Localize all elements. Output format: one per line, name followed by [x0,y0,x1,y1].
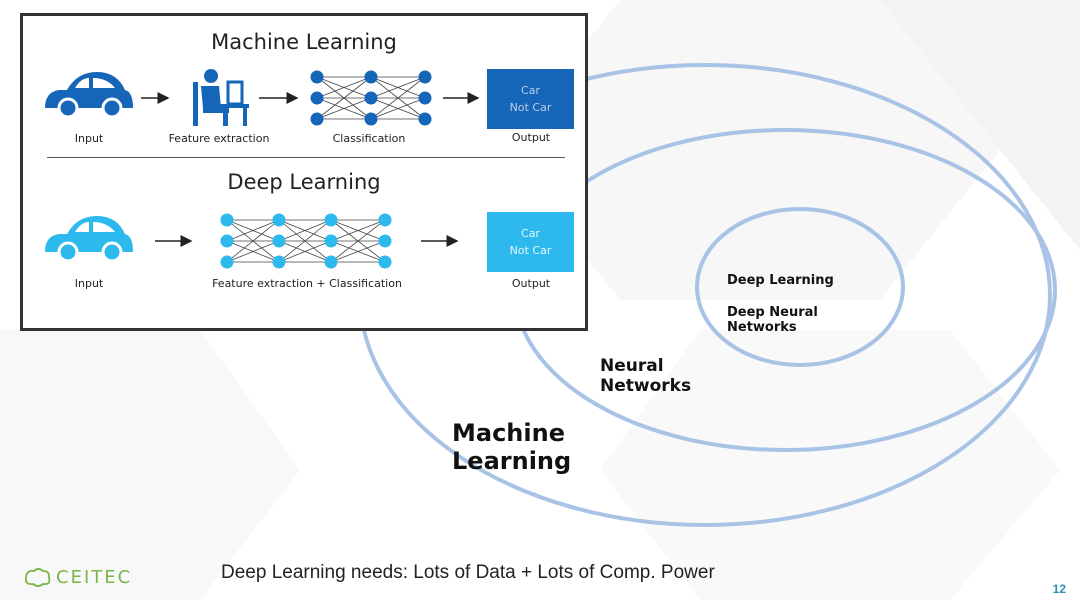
machine-learning-ring-label: Machine Learning [452,419,572,475]
section-divider [47,157,565,158]
ceitec-logo-text: CEITEC [56,566,133,588]
footer-caption: Deep Learning needs: Lots of Data + Lots… [221,562,715,583]
neural-network-icon [220,213,392,269]
dl-step-input: Input [74,277,104,290]
output-option-not-car: Not Car [509,101,552,114]
neural-networks-ring-label: Neural Networks [600,356,692,396]
deep-learning-ring-label: Deep Learning [727,273,834,288]
dl-step-feature-extraction-classification: Feature extraction + Classification [212,277,402,290]
network-node [310,112,324,126]
network-node [324,213,338,227]
ml-output-box: Car Not Car [487,69,574,129]
network-node [418,70,432,84]
car-icon [45,216,133,263]
network-node [364,70,378,84]
network-node [418,112,432,126]
network-node [378,234,392,248]
network-node [378,255,392,269]
output-option-not-car: Not Car [509,244,552,257]
network-node [324,255,338,269]
panel-graphics [45,69,480,269]
network-node [324,234,338,248]
page-number: 12 [1052,582,1066,596]
network-node [310,91,324,105]
ml-vs-dl-comparison-panel: Machine Learning Input Feature extractio… [20,13,588,331]
ml-step-input: Input [74,132,104,145]
machine-learning-title: Machine Learning [211,30,397,54]
ml-step-classification: Classification [332,132,406,145]
ring-deep-learning [695,207,905,367]
network-node [272,213,286,227]
network-node [378,213,392,227]
network-node [220,255,234,269]
network-node [272,255,286,269]
dl-step-output: Output [511,277,551,290]
dl-output-box: Car Not Car [487,212,574,272]
deep-learning-title: Deep Learning [227,170,381,194]
ml-step-feature-extraction: Feature extraction [168,132,270,145]
network-node [310,70,324,84]
network-node [272,234,286,248]
network-node [364,112,378,126]
ceitec-logo: CEITEC [22,566,132,588]
car-icon [45,72,133,119]
person-at-computer-icon [193,69,249,126]
output-option-car: Car [521,227,540,240]
network-node [220,213,234,227]
ceitec-logo-icon [24,568,51,587]
network-node [220,234,234,248]
network-node [418,91,432,105]
ring-neural-networks [513,128,1057,452]
network-node [364,91,378,105]
ml-step-output: Output [511,131,551,144]
deep-neural-networks-label: Deep Neural Networks [727,305,818,335]
neural-network-icon [310,70,432,126]
output-option-car: Car [521,84,540,97]
